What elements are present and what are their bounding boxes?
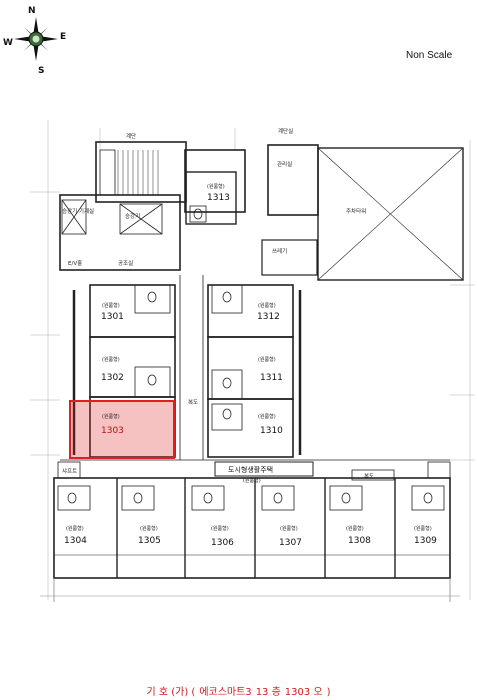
unit-type-label: (원룸형) bbox=[414, 525, 432, 532]
stair-label: 계단 bbox=[126, 132, 136, 140]
unit-1310-number: 1310 bbox=[260, 426, 283, 436]
unit-1312-number: 1312 bbox=[257, 312, 280, 322]
unit-type-label: (원룸형) bbox=[66, 525, 84, 532]
scale-note: Non Scale bbox=[406, 50, 453, 61]
unit-type-label: (원룸형) bbox=[280, 525, 298, 532]
office-label: 관리실 bbox=[277, 160, 292, 168]
void-label: 주차타워 bbox=[346, 207, 366, 215]
unit-type-label: (원룸형) bbox=[102, 413, 120, 420]
unit-1309-number: 1309 bbox=[414, 536, 437, 546]
compass-rose-icon: N W E S bbox=[3, 6, 66, 76]
unit-1301-number: 1301 bbox=[101, 312, 124, 322]
unit-type-label: (원룸형) bbox=[346, 525, 364, 532]
unit-1305-number: 1305 bbox=[138, 536, 161, 546]
caption-floor: 13 층 bbox=[255, 687, 281, 698]
unit-type-label: (원룸형) bbox=[258, 356, 276, 363]
unit-type-label: (원룸형) bbox=[258, 413, 276, 420]
hall-label: 복도 bbox=[188, 399, 198, 406]
elevator-label: 승강기 bbox=[125, 212, 140, 220]
utility-label: 공조실 bbox=[118, 259, 133, 267]
unit-type-label: (원룸형) bbox=[102, 356, 120, 363]
caption-building: 에코스마트3 bbox=[199, 687, 252, 698]
unit-1306-number: 1306 bbox=[211, 538, 234, 548]
building-sign-sub-label: (원룸형) bbox=[243, 477, 261, 484]
unit-1304-number: 1304 bbox=[64, 536, 87, 546]
unit-1313-number: 1313 bbox=[207, 193, 230, 203]
unit-type-label: (원룸형) bbox=[102, 302, 120, 309]
unit-1311-number: 1311 bbox=[260, 373, 283, 383]
corridor-label: 복도 bbox=[364, 473, 374, 480]
caption-prefix: 기 호 (가) ( bbox=[146, 687, 196, 698]
stair-north-label: 계단실 bbox=[278, 127, 293, 135]
unit-1303-highlight[interactable] bbox=[69, 400, 175, 459]
unit-type-label: (원룸형) bbox=[258, 302, 276, 309]
unit-type-label: (원룸형) bbox=[207, 183, 225, 190]
garbage-label: 쓰레기 bbox=[272, 247, 287, 255]
unit-type-label: (원룸형) bbox=[140, 525, 158, 532]
unit-1303-number: 1303 bbox=[101, 426, 124, 436]
compass-south-label: S bbox=[38, 66, 44, 76]
compass-west-label: W bbox=[3, 38, 13, 48]
pit-label: 샤프트 bbox=[62, 467, 77, 475]
caption-unit: 1303 오 bbox=[284, 687, 323, 698]
compass-north-label: N bbox=[28, 6, 36, 16]
compass-east-label: E bbox=[60, 32, 66, 42]
elev-hall-label: E/V홀 bbox=[68, 259, 82, 267]
unit-1307-number: 1307 bbox=[279, 538, 302, 548]
unit-type-label: (원룸형) bbox=[211, 525, 229, 532]
caption-suffix: ) bbox=[326, 687, 331, 698]
unit-1302-number: 1302 bbox=[101, 373, 124, 383]
building-sign-label: 도시형생활주택 bbox=[228, 465, 273, 474]
shaft-room-label: 승강기 기계실 bbox=[62, 207, 94, 215]
unit-1308-number: 1308 bbox=[348, 536, 371, 546]
